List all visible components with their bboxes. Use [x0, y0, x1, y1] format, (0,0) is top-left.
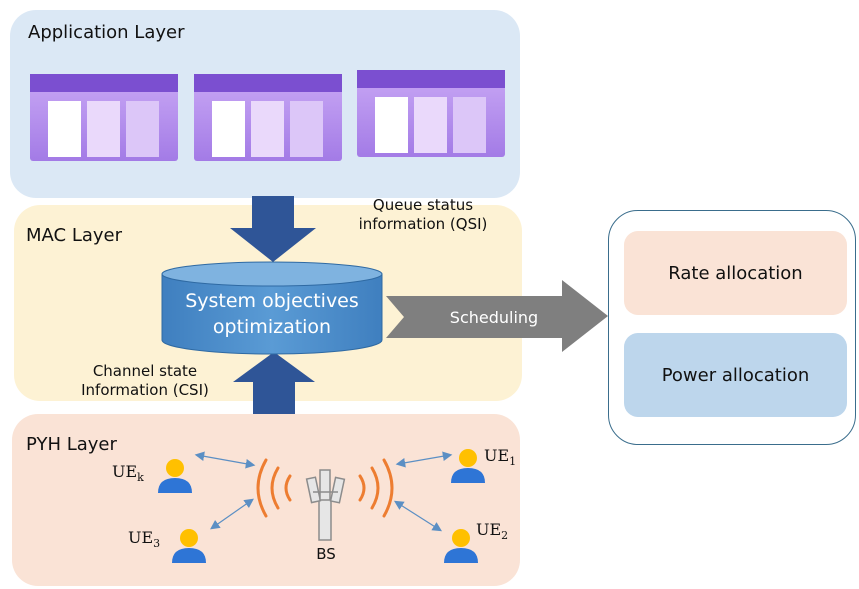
- user-ue1-icon: [451, 449, 485, 483]
- link-uek: [194, 451, 256, 469]
- qsi-down-arrow: [230, 196, 316, 262]
- phy-layer-title: PYH Layer: [26, 434, 117, 455]
- ue-1-label: UE1: [484, 446, 517, 469]
- phy-layer: PYH Layer: [12, 414, 520, 586]
- link-arrows: [194, 451, 453, 532]
- scheduling-arrow: [386, 280, 608, 352]
- link-ue1: [395, 451, 453, 468]
- csi-up-arrow: [233, 352, 315, 414]
- ue-2-label: UE2: [476, 520, 509, 543]
- optimizer-label-line2: optimization: [213, 316, 331, 338]
- csi-label-line1: Channel state: [92, 362, 198, 380]
- app-window-2-icon: [194, 74, 342, 161]
- rate-allocation-box: Rate allocation: [624, 231, 847, 315]
- optimization-cylinder: System objectives optimization: [161, 261, 383, 355]
- user-ue2-icon: [444, 529, 478, 563]
- qsi-label: Queue status information (QSI): [338, 196, 508, 234]
- qsi-label-line2: information (QSI): [358, 215, 488, 233]
- ue-3-label: UE3: [128, 528, 161, 551]
- application-layer-title: Application Layer: [28, 22, 185, 43]
- bs-label: BS: [316, 545, 336, 563]
- csi-label-line2: Information (CSI): [81, 381, 209, 399]
- mac-layer-title: MAC Layer: [26, 225, 123, 246]
- qsi-label-line1: Queue status: [372, 196, 474, 214]
- scheduling-label: Scheduling: [450, 308, 538, 327]
- link-ue2: [393, 500, 443, 532]
- user-ue3-icon: [172, 529, 206, 563]
- app-window-1-icon: [30, 74, 178, 161]
- user-uek-icon: [158, 459, 192, 493]
- link-ue3: [210, 498, 254, 530]
- base-station-tower-icon: [305, 469, 346, 541]
- csi-label: Channel state Information (CSI): [50, 362, 240, 400]
- optimizer-label-line1: System objectives: [185, 290, 359, 312]
- signal-waves-icon: [256, 458, 394, 518]
- resource-allocation-panel: Rate allocation Power allocation: [608, 210, 856, 445]
- power-allocation-box: Power allocation: [624, 333, 847, 417]
- app-window-3-icon: [357, 70, 505, 157]
- ue-k-label: UEk: [112, 462, 144, 485]
